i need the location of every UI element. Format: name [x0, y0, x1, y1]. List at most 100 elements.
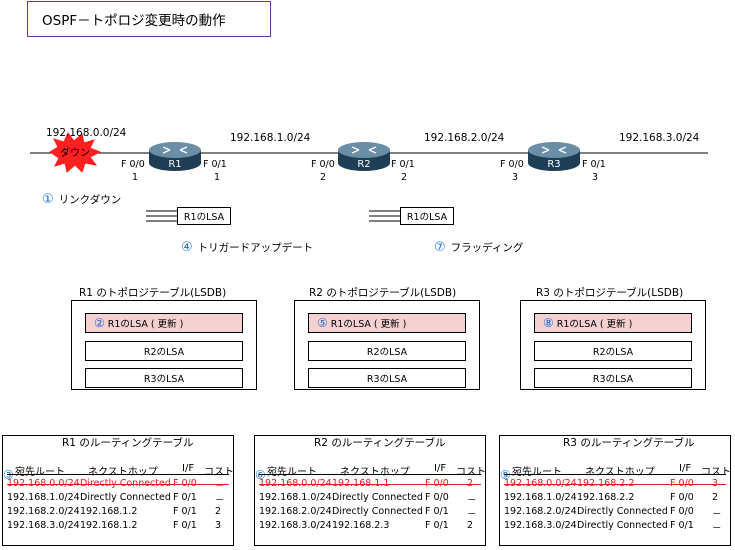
lsdb-title-r1: R1 のトポロジテーブル(LSDB) [79, 287, 227, 299]
lsa-packet-r1-label: R1のLSA [183, 212, 225, 223]
lsdb-r3-step-number: ⑧ [543, 316, 554, 330]
lsdb-r1: ② R1のLSA ( 更新 ) R2のLSA R3のLSA [71, 300, 257, 390]
rt-r1-r0-dest: 192.168.0.0/24 [7, 478, 80, 489]
rt-r3-r0-cost: 3 [712, 478, 719, 489]
rt-r2-r2-dest: 192.168.2.0/24 [259, 506, 332, 517]
step-1: ① リンクダウン [42, 192, 121, 207]
router-r3[interactable]: R3 [528, 142, 580, 171]
page-title-text: OSPF－トポロジ変更時の動作 [42, 13, 226, 29]
rt-r3-header-rule [504, 474, 726, 475]
table-row: 192.168.3.0/24 192.168.1.2 F 0/1 3 [7, 520, 229, 533]
lsdb-r2-entry-r2: R2のLSA [308, 341, 466, 361]
lsa-packet-r2-label: R1のLSA [406, 212, 448, 223]
rt-r1-r2-nexthop: 192.168.1.2 [80, 506, 138, 517]
router-r1-top [149, 142, 201, 158]
rt-r1-head-cost: コスト [204, 467, 234, 478]
routing-table-r3-step-number: ⑨ [500, 468, 511, 482]
rt-r1-r3-if: F 0/1 [173, 520, 197, 531]
rt-r1-head-nexthop: ネクストホップ [88, 467, 158, 478]
lsdb-title-r3: R3 のトポロジテーブル(LSDB) [536, 287, 684, 299]
r2-if-left-num: 2 [320, 172, 327, 183]
rt-r3-head-dest: 宛先ルート [512, 467, 562, 478]
lsdb-r3-updated-label: R1のLSA ( 更新 ) [556, 319, 633, 330]
rt-r2-r0-dest: 192.168.0.0/24 [259, 478, 332, 489]
rt-r1-r2-if: F 0/1 [173, 506, 197, 517]
rt-r3-r3-cost: － [712, 523, 722, 534]
lsdb-r2-step-number: ⑤ [317, 316, 328, 330]
r1-if-right: F 0/1 [203, 159, 227, 170]
routing-table-r2: ⑥ 宛先ルート ネクストホップ I/F コスト 192.168.0.0/24 1… [254, 435, 486, 546]
table-row: 192.168.0.0/24 192.168.2.2 F 0/0 3 [504, 478, 726, 491]
lsdb-r1-step-number: ② [94, 316, 105, 330]
lsdb-title-r2: R2 のトポロジテーブル(LSDB) [309, 287, 457, 299]
lsa-packet-r1: R1のLSA [177, 207, 231, 225]
router-r1[interactable]: R1 [149, 142, 201, 171]
routing-table-r1-step-number: ③ [3, 468, 14, 482]
step-1-number: ① [42, 192, 54, 207]
lsdb-r3-entry-r2: R2のLSA [534, 341, 692, 361]
r2-if-left: F 0/0 [311, 159, 335, 170]
router-r1-label: R1 [168, 159, 181, 170]
rt-r1-r0-strike [7, 484, 229, 485]
lsdb-r1-entry-r3: R3のLSA [85, 368, 243, 388]
step-4-number: ④ [181, 240, 193, 255]
rt-r1-r1-dest: 192.168.1.0/24 [7, 492, 80, 503]
rt-r2-r0-nexthop: 192.168.1.1 [332, 478, 390, 489]
step-7-number: ⑦ [434, 240, 446, 255]
rt-r1-r2-cost: 2 [215, 506, 222, 517]
rt-r1-r1-nexthop: Directly Connected [80, 492, 171, 503]
step-4: ④ トリガードアップデート [181, 240, 313, 255]
table-row: 192.168.0.0/24 Directly Connected F 0/0 … [7, 478, 229, 492]
rt-r2-header-rule [259, 474, 481, 475]
rt-r2-r2-cost: － [467, 509, 477, 520]
lsdb-r1-updated-label: R1のLSA ( 更新 ) [107, 319, 184, 330]
rt-r3-r2-cost: － [712, 509, 722, 520]
rt-r2-head-if: I/F [434, 463, 447, 474]
lsdb-r1-entry-r2: R2のLSA [85, 341, 243, 361]
rt-r1-r3-nexthop: 192.168.1.2 [80, 520, 138, 531]
router-r2-top [338, 142, 390, 158]
lsa-packet-r2: R1のLSA [400, 207, 454, 225]
r1-if-left: F 0/0 [121, 159, 145, 170]
lsdb-r3-updated: ⑧ R1のLSA ( 更新 ) [534, 313, 692, 333]
down-label: ダウン [60, 146, 90, 159]
rt-r3-r1-nexthop: 192.168.2.2 [577, 492, 635, 503]
rt-r2-r1-cost: － [467, 495, 477, 506]
rt-r3-r1-cost: 2 [712, 492, 719, 503]
r3-if-left-num: 3 [512, 172, 519, 183]
routing-table-title-r1: R1 のルーティングテーブル [62, 437, 194, 449]
rt-r2-r0-strike [259, 484, 481, 485]
router-r2[interactable]: R2 [338, 142, 390, 171]
lsdb-r3-entry-r3: R3のLSA [534, 368, 692, 388]
r3-if-right: F 0/1 [582, 159, 606, 170]
lsa-packet-r2-lines [369, 210, 400, 222]
rt-r2-r1-nexthop: Directly Connected [332, 492, 423, 503]
step-1-label: リンクダウン [58, 194, 122, 206]
table-row: 192.168.1.0/24 192.168.2.2 F 0/0 2 [504, 492, 726, 505]
rt-r2-r0-cost: 2 [467, 478, 474, 489]
rt-r1-header-rule [7, 474, 229, 475]
rt-r3-head-if: I/F [679, 463, 692, 474]
r3-if-right-num: 3 [592, 172, 599, 183]
rt-r2-r3-nexthop: 192.168.2.3 [332, 520, 390, 531]
network-label-2: 192.168.2.0/24 [424, 132, 505, 144]
table-row: 192.168.2.0/24 Directly Connected F 0/1 … [259, 506, 481, 520]
rt-r1-head-if: I/F [182, 463, 195, 474]
rt-r3-r3-nexthop: Directly Connected [577, 520, 668, 531]
rt-r1-r3-dest: 192.168.3.0/24 [7, 520, 80, 531]
routing-table-r1: ③ 宛先ルート ネクストホップ I/F コスト 192.168.0.0/24 D… [2, 435, 234, 546]
table-row: 192.168.1.0/24 Directly Connected F 0/0 … [259, 492, 481, 506]
router-r3-arrows-icon [541, 146, 567, 154]
table-row: 192.168.0.0/24 192.168.1.1 F 0/0 2 [259, 478, 481, 491]
rt-r3-head-cost: コスト [701, 467, 731, 478]
network-label-3: 192.168.3.0/24 [619, 132, 700, 144]
r3-if-left: F 0/0 [500, 159, 524, 170]
rt-r3-r0-strike [504, 484, 726, 485]
lsdb-r2-updated: ⑤ R1のLSA ( 更新 ) [308, 313, 466, 333]
rt-r3-r1-if: F 0/0 [670, 492, 694, 503]
rt-r2-r2-nexthop: Directly Connected [332, 506, 423, 517]
rt-r2-r3-dest: 192.168.3.0/24 [259, 520, 332, 531]
step-4-label: トリガードアップデート [197, 242, 314, 254]
rt-r2-head-cost: コスト [456, 467, 486, 478]
rt-r3-r2-if: F 0/0 [670, 506, 694, 517]
